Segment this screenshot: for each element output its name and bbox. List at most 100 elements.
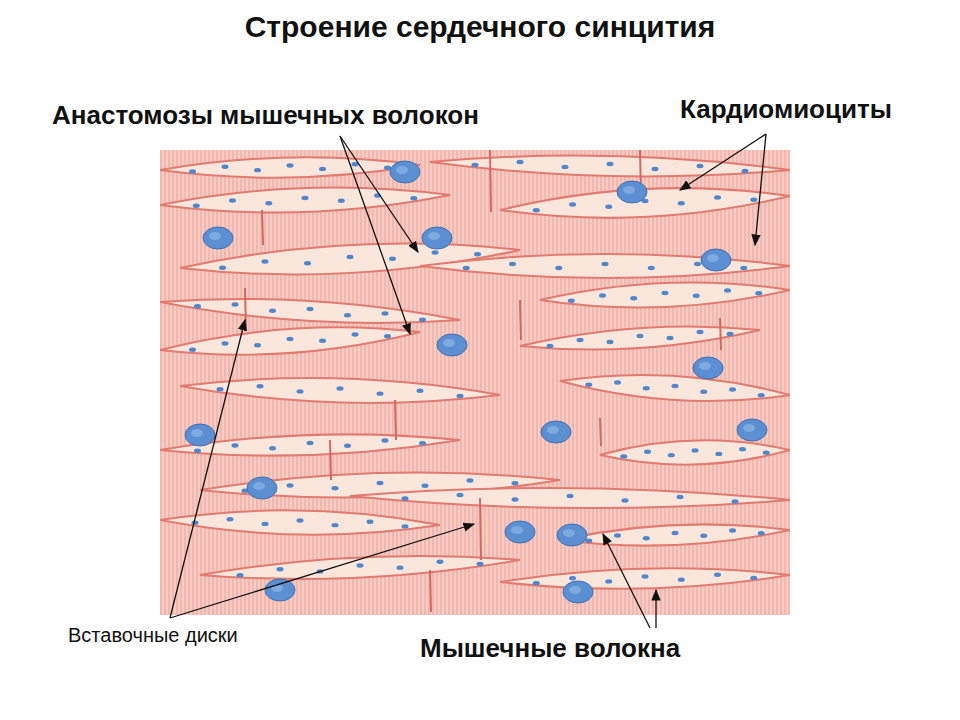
sarcoplasm-band: [420, 254, 790, 278]
small-nucleus: [652, 167, 659, 171]
small-nucleus: [568, 299, 575, 303]
small-nucleus: [419, 318, 426, 322]
small-nucleus: [344, 313, 351, 317]
small-nucleus: [739, 447, 746, 451]
small-nucleus: [637, 334, 644, 338]
muscle-fibers-label: Мышечные волокна: [420, 634, 680, 664]
small-nucleus: [410, 196, 417, 200]
small-nucleus: [714, 195, 721, 199]
small-nucleus: [417, 389, 424, 393]
small-nucleus: [254, 343, 261, 347]
intercalated-disc: [430, 570, 431, 612]
muscle-tissue-ground: [160, 150, 790, 615]
small-nucleus: [694, 262, 701, 266]
leader-line: [340, 136, 418, 252]
sarcoplasm-band: [180, 378, 500, 403]
small-nucleus: [668, 453, 675, 457]
nucleus-highlight: [428, 232, 440, 240]
nucleus-highlight: [253, 482, 265, 490]
small-nucleus: [457, 394, 464, 398]
intercalated-disc: [720, 318, 721, 350]
sarcoplasm-band: [520, 326, 760, 349]
small-nucleus: [219, 266, 226, 270]
nucleus-highlight: [209, 232, 221, 240]
small-nucleus: [763, 450, 770, 454]
sarcoplasm-band: [600, 440, 790, 464]
small-nucleus: [512, 497, 519, 501]
small-nucleus: [262, 259, 269, 263]
small-nucleus: [724, 288, 731, 292]
small-nucleus: [732, 499, 739, 503]
small-nucleus: [755, 291, 762, 295]
small-nucleus: [729, 528, 736, 532]
small-nucleus: [227, 517, 234, 521]
small-nucleus: [307, 441, 314, 445]
nucleus: [557, 524, 587, 546]
small-nucleus: [422, 484, 429, 488]
small-nucleus: [237, 573, 244, 577]
small-nucleus: [269, 309, 276, 313]
sarcoplasm-band: [560, 524, 790, 545]
small-nucleus: [337, 386, 344, 390]
small-nucleus: [758, 531, 765, 535]
small-nucleus: [477, 562, 484, 566]
small-nucleus: [338, 199, 345, 203]
small-nucleus: [384, 334, 391, 338]
intercalated-discs-label: Вставочные диски: [68, 624, 238, 647]
small-nucleus: [319, 339, 326, 343]
nucleus-highlight: [563, 529, 575, 537]
nucleus: [265, 579, 295, 601]
intercalated-disc: [395, 400, 396, 440]
small-nucleus: [697, 330, 704, 334]
small-nucleus: [662, 291, 669, 295]
small-nucleus: [533, 581, 540, 585]
small-nucleus: [332, 523, 339, 527]
small-nucleus: [599, 293, 606, 297]
small-nucleus: [729, 387, 736, 391]
small-nucleus: [672, 531, 679, 535]
nucleus: [203, 227, 233, 249]
small-nucleus: [607, 340, 614, 344]
intercalated-disc: [480, 498, 481, 560]
sarcoplasm-band: [560, 375, 790, 401]
small-nucleus: [222, 341, 229, 345]
nucleus-highlight: [191, 429, 203, 437]
small-nucleus: [643, 386, 650, 390]
nucleus-highlight: [743, 424, 755, 432]
small-nucleus: [377, 481, 384, 485]
small-nucleus: [287, 483, 294, 487]
nucleus: [422, 227, 452, 249]
small-nucleus: [269, 446, 276, 450]
small-nucleus: [533, 208, 540, 212]
small-nucleus: [382, 311, 389, 315]
small-nucleus: [474, 252, 481, 256]
small-nucleus: [700, 534, 707, 538]
nucleus-highlight: [569, 586, 581, 594]
intercalated-disc: [490, 150, 491, 212]
small-nucleus: [693, 294, 700, 298]
nucleus-highlight: [396, 166, 408, 174]
small-nucleus: [630, 296, 637, 300]
leader-line: [755, 134, 766, 245]
small-nucleus: [307, 307, 314, 311]
nucleus: [247, 477, 277, 499]
small-nucleus: [265, 201, 272, 205]
small-nucleus: [697, 164, 704, 168]
small-nucleus: [667, 336, 674, 340]
small-nucleus: [457, 493, 464, 497]
small-nucleus: [367, 520, 374, 524]
small-nucleus: [562, 165, 569, 169]
small-nucleus: [678, 201, 685, 205]
small-nucleus: [678, 577, 685, 581]
nucleus: [541, 421, 571, 443]
muscle-fibers: [160, 150, 790, 612]
sarcoplasm-band: [430, 156, 790, 177]
leader-line: [170, 524, 474, 618]
small-nucleus: [672, 384, 679, 388]
small-nucleus: [277, 567, 284, 571]
small-nucleus: [254, 168, 261, 172]
small-nucleus: [319, 167, 326, 171]
leader-line: [340, 136, 410, 334]
leader-line: [655, 590, 656, 628]
small-nucleus: [437, 560, 444, 564]
